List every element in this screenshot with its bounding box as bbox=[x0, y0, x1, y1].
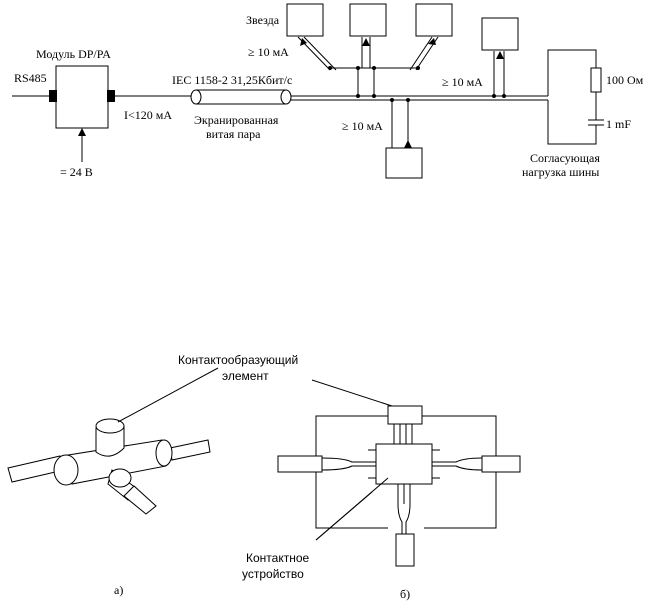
terminator-label-line1: Согласующая bbox=[530, 151, 600, 165]
contact-element-block bbox=[387, 405, 423, 425]
star-device-1 bbox=[286, 3, 324, 37]
contact-element-pointer-b bbox=[311, 379, 393, 407]
left-terminal bbox=[277, 455, 323, 473]
branch-current-bottom-label: ≥ 10 мА bbox=[342, 119, 383, 133]
caption-a: а) bbox=[114, 583, 123, 597]
lower-branch-end bbox=[108, 468, 132, 488]
contact-element-pointer-a bbox=[117, 367, 219, 423]
branch-device-bottom bbox=[385, 147, 423, 179]
supply-label: = 24 В bbox=[60, 165, 93, 179]
resistor-label: 100 Ом bbox=[606, 73, 644, 87]
contact-device-label-line2: устройство bbox=[242, 567, 304, 581]
shielded-cable bbox=[190, 89, 292, 105]
connector-right-end bbox=[155, 439, 173, 467]
branch-device-right bbox=[481, 17, 519, 51]
contact-element-top bbox=[95, 418, 125, 434]
contact-element-cylinder bbox=[95, 425, 125, 457]
cable-label-line2: витая пара bbox=[206, 127, 261, 141]
contact-element-label-line2: элемент bbox=[222, 369, 269, 383]
module-label: Модуль DP/PA bbox=[36, 47, 111, 61]
contact-device-schematic bbox=[277, 405, 521, 567]
star-device-2 bbox=[349, 3, 387, 37]
module-dp-pa-box bbox=[55, 65, 109, 129]
capacitor-label: 1 mF bbox=[606, 117, 631, 131]
right-cable bbox=[169, 439, 211, 461]
rs485-label: RS485 bbox=[14, 71, 47, 85]
contact-element-label-line1: Контактообразующий bbox=[178, 353, 298, 367]
module-current-label: I<120 мА bbox=[124, 108, 172, 122]
contact-device-pointer-2 bbox=[315, 491, 373, 541]
caption-b: б) bbox=[400, 587, 410, 601]
module-right-connector bbox=[107, 90, 115, 102]
bottom-terminal bbox=[395, 533, 415, 567]
bus-standard-label: IEC 1158-2 31,25Кбит/с bbox=[172, 73, 292, 87]
cable-label-line1: Экранированная bbox=[194, 113, 279, 127]
lower-branch-stub bbox=[123, 485, 157, 515]
bus-terminator bbox=[547, 49, 604, 145]
contact-device-label-line1: Контактное bbox=[246, 551, 310, 565]
module-left-connector bbox=[49, 90, 57, 102]
central-contact-device bbox=[375, 443, 433, 485]
connector-left-end bbox=[53, 454, 79, 486]
bus-topology-diagram: RS485 Модуль DP/PA = 24 В I<120 мА IEC 1… bbox=[12, 3, 644, 179]
t-connector-sketch bbox=[7, 418, 211, 515]
star-device-3 bbox=[415, 3, 453, 37]
resistor-symbol bbox=[590, 67, 602, 93]
star-label: Звезда bbox=[246, 13, 280, 27]
right-terminal bbox=[481, 455, 521, 473]
branch-current-right-label: ≥ 10 мА bbox=[442, 75, 483, 89]
terminator-label-line2: нагрузка шины bbox=[522, 165, 599, 179]
supply-arrowhead bbox=[78, 128, 86, 136]
star-current-label: ≥ 10 мА bbox=[248, 45, 289, 59]
